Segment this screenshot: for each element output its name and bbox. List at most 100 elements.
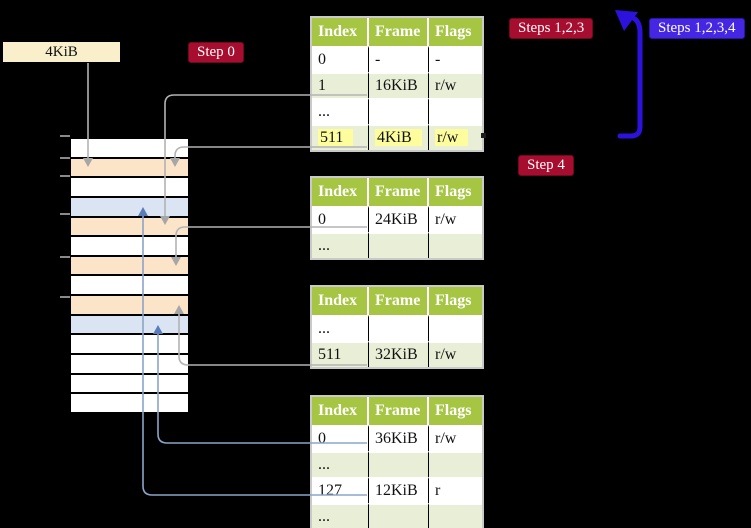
table-cell: ... bbox=[312, 315, 369, 341]
table-cell bbox=[369, 315, 429, 341]
table-cell: 32KiB bbox=[369, 341, 429, 367]
table-cell: 0 bbox=[312, 425, 369, 451]
table-cell bbox=[429, 232, 482, 258]
table-cell: 1 bbox=[312, 72, 369, 98]
memory-row-peach bbox=[71, 294, 188, 314]
address-tick bbox=[60, 157, 70, 159]
repeat-arrow-head-icon bbox=[615, 10, 638, 31]
memory-row-white bbox=[71, 274, 188, 295]
column-header: Frame bbox=[369, 397, 429, 425]
address-tick bbox=[60, 296, 70, 298]
table-cell: r/w bbox=[429, 72, 482, 98]
table-cell bbox=[369, 232, 429, 258]
memory-row-white bbox=[71, 333, 188, 354]
column-header: Index bbox=[312, 287, 369, 315]
step-4-badge: Step 4 bbox=[518, 155, 574, 176]
table-cell: 511 bbox=[312, 341, 369, 367]
column-header: Flags bbox=[429, 397, 482, 425]
address-tick bbox=[60, 175, 70, 177]
memory-row-white bbox=[71, 176, 188, 196]
table-cell: ... bbox=[312, 451, 369, 477]
table-cell: 0 bbox=[312, 206, 369, 232]
table-cell: 12KiB bbox=[369, 477, 429, 503]
table-row: ... bbox=[312, 315, 482, 341]
table-cell: r/w bbox=[429, 341, 482, 367]
highlighted-value: 511 bbox=[318, 129, 354, 146]
highlighted-value: 4KiB bbox=[375, 129, 422, 146]
column-header: Flags bbox=[429, 18, 482, 46]
table-row: ... bbox=[312, 503, 482, 528]
memory-row-white bbox=[71, 372, 188, 393]
table-cell: 16KiB bbox=[369, 72, 429, 98]
memory-row-white bbox=[71, 139, 188, 157]
address-tick bbox=[60, 256, 70, 258]
table-cell: 511 bbox=[312, 124, 369, 150]
page-size-label: 4KiB bbox=[3, 42, 120, 62]
table-cell: r/w bbox=[429, 425, 482, 451]
table-cell bbox=[369, 98, 429, 124]
column-header: Frame bbox=[369, 287, 429, 315]
steps-1-2-3-4-badge: Steps 1,2,3,4 bbox=[649, 18, 745, 39]
table-cell: 0 bbox=[312, 46, 369, 72]
column-header: Index bbox=[312, 397, 369, 425]
column-header: Flags bbox=[429, 287, 482, 315]
table-cell bbox=[429, 503, 482, 528]
memory-row-blue bbox=[71, 313, 188, 334]
memory-row-peach bbox=[71, 156, 188, 177]
column-header: Frame bbox=[369, 178, 429, 206]
column-header: Index bbox=[312, 18, 369, 46]
table-cell bbox=[369, 503, 429, 528]
column-header: Index bbox=[312, 178, 369, 206]
step-0-badge: Step 0 bbox=[188, 42, 244, 63]
memory-row-white bbox=[71, 353, 188, 373]
address-tick bbox=[60, 213, 70, 215]
table-cell: ... bbox=[312, 98, 369, 124]
table-cell bbox=[369, 451, 429, 477]
table-row: 511 4KiB r/w bbox=[312, 124, 482, 150]
table-cell: r/w bbox=[429, 206, 482, 232]
column-header: Flags bbox=[429, 178, 482, 206]
table-cell bbox=[429, 451, 482, 477]
memory-row-peach bbox=[71, 215, 188, 236]
table-row: 0-- bbox=[312, 46, 482, 72]
memory-row-white bbox=[71, 392, 188, 412]
repeat-arrow-line bbox=[617, 15, 643, 139]
table-cell: r/w bbox=[429, 124, 482, 150]
table-cell bbox=[429, 98, 482, 124]
table-row: ... bbox=[312, 451, 482, 477]
column-header: Frame bbox=[369, 18, 429, 46]
table-cell: 4KiB bbox=[369, 124, 429, 150]
table-cell: - bbox=[429, 46, 482, 72]
table-cell: 24KiB bbox=[369, 206, 429, 232]
memory-row-white bbox=[71, 235, 188, 255]
highlighted-value: r/w bbox=[435, 129, 469, 146]
table-cell: ... bbox=[312, 503, 369, 528]
steps-1-2-3-badge: Steps 1,2,3 bbox=[509, 18, 594, 39]
table-cell: r bbox=[429, 477, 482, 503]
table-row: ... bbox=[312, 98, 482, 124]
physical-memory-stack bbox=[69, 137, 190, 414]
memory-row-peach bbox=[71, 254, 188, 275]
table-cell: 127 bbox=[312, 477, 369, 503]
table-cell: - bbox=[369, 46, 429, 72]
memory-row-blue bbox=[71, 195, 188, 216]
table-cell: 36KiB bbox=[369, 425, 429, 451]
address-tick bbox=[60, 135, 70, 137]
table-cell bbox=[429, 315, 482, 341]
table-row: ... bbox=[312, 232, 482, 258]
